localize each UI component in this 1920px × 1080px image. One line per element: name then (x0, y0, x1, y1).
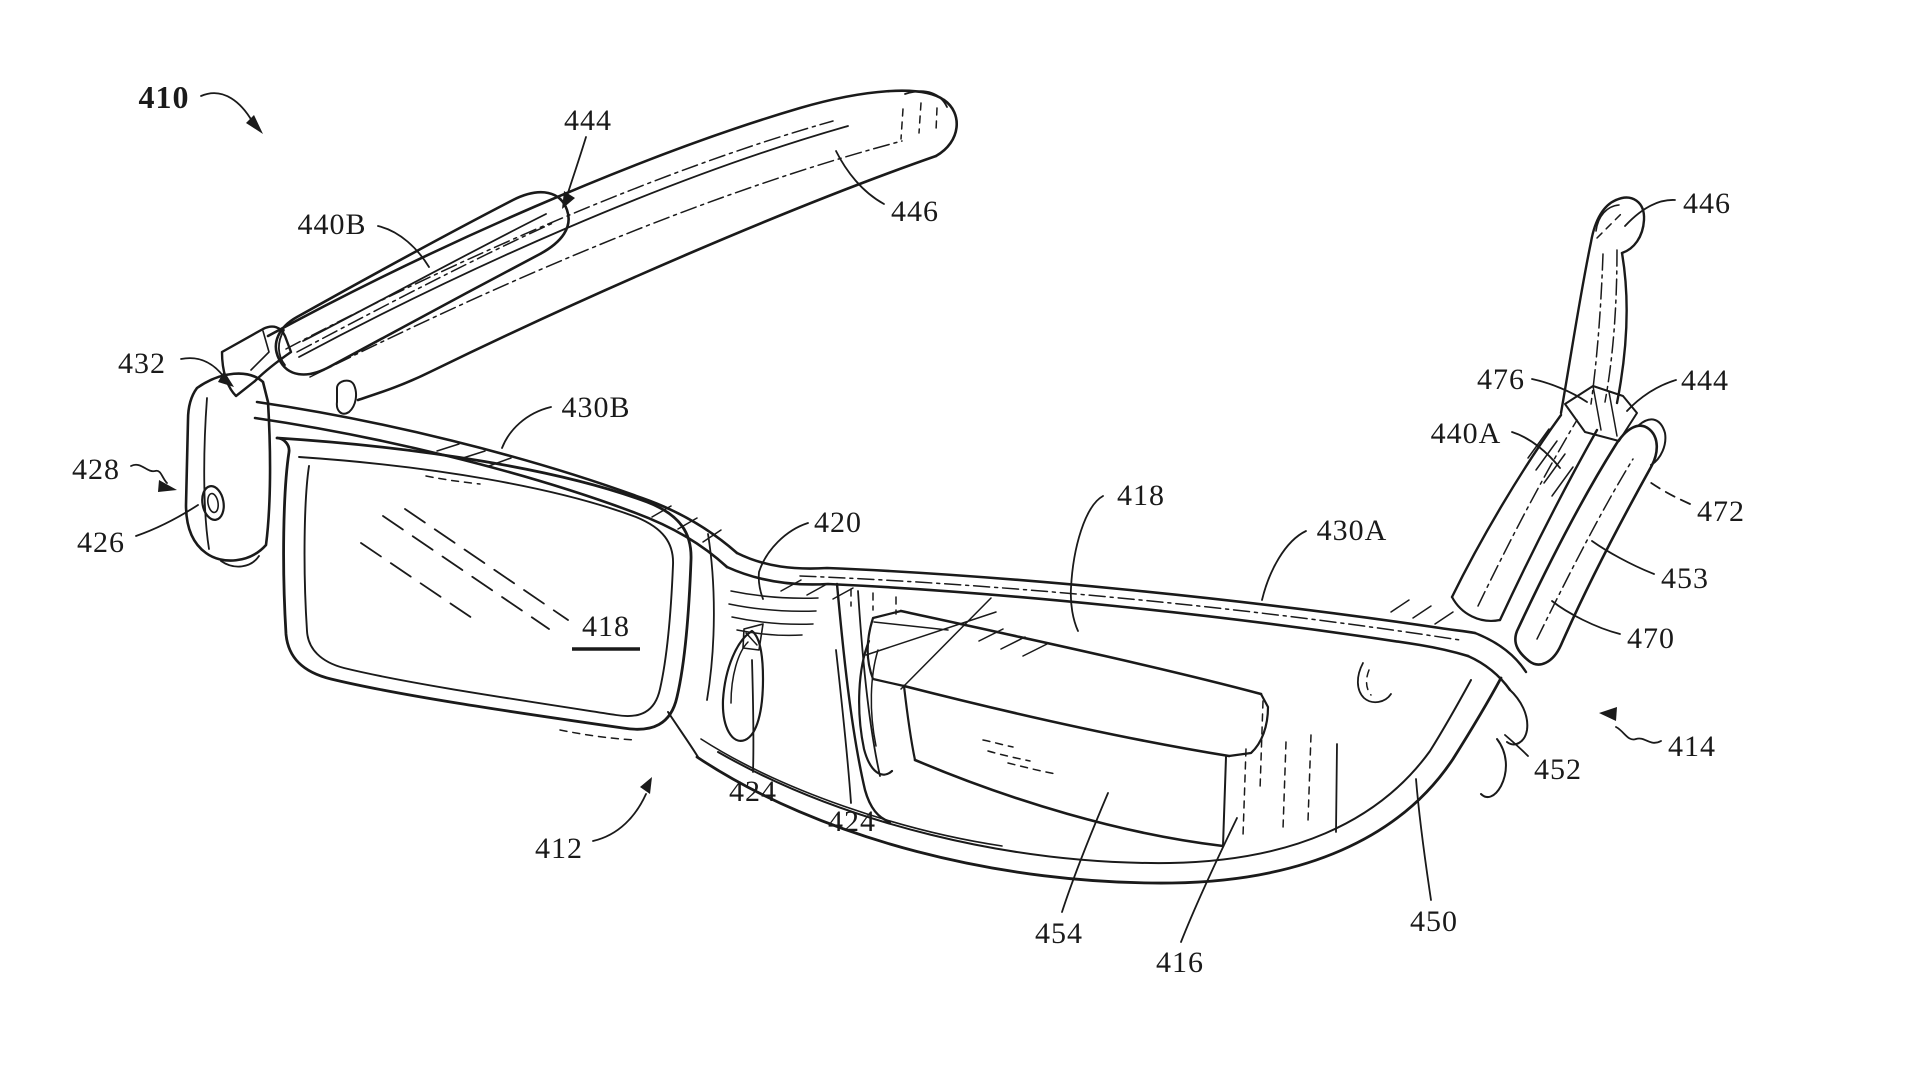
ref-label-452: 452 (1504, 734, 1582, 786)
frame-top-bar-left (253, 400, 739, 569)
ref-label-440A: 440A (1431, 417, 1561, 469)
ref-label-430B: 430B (501, 391, 630, 449)
svg-text:424: 424 (828, 805, 876, 838)
ref-label-432: 432 (118, 347, 234, 387)
ref-label-428: 428 (72, 453, 177, 492)
ref-label-444-right: 444 (1626, 364, 1729, 412)
ref-label-476: 476 (1477, 363, 1588, 403)
ref-label-420: 420 (757, 506, 862, 600)
camera-module (184, 372, 272, 568)
svg-text:414: 414 (1668, 730, 1716, 763)
left-temple-arm (266, 89, 959, 402)
ref-label-470: 470 (1551, 600, 1675, 655)
frame-bottom-sweep (667, 676, 1503, 885)
svg-text:450: 450 (1410, 905, 1458, 938)
ref-label-446-right: 446 (1624, 187, 1731, 227)
ref-label-440B: 440B (297, 208, 430, 268)
svg-text:420: 420 (814, 506, 862, 539)
svg-text:416: 416 (1156, 946, 1204, 979)
bridge (706, 533, 819, 701)
ref-label-472: 472 (1646, 479, 1745, 528)
svg-text:418: 418 (582, 610, 630, 643)
svg-text:428: 428 (72, 453, 120, 486)
svg-text:418: 418 (1117, 479, 1165, 512)
nose-pads (721, 623, 894, 776)
svg-text:412: 412 (535, 832, 583, 865)
svg-text:410: 410 (139, 79, 190, 115)
svg-text:472: 472 (1697, 495, 1745, 528)
ref-label-424-b: 424 (828, 649, 876, 838)
ref-label-450: 450 (1410, 778, 1458, 938)
ref-label-416: 416 (1156, 817, 1238, 979)
ref-label-426: 426 (77, 504, 199, 559)
svg-text:430A: 430A (1317, 514, 1388, 547)
ref-label-446-left: 446 (835, 150, 939, 228)
svg-text:446: 446 (891, 195, 939, 228)
svg-text:452: 452 (1534, 753, 1582, 786)
frame-top-bar-right (725, 551, 1528, 692)
svg-text:426: 426 (77, 526, 125, 559)
ref-label-410: 410 (139, 79, 263, 134)
ref-label-424-a: 424 (729, 659, 777, 808)
svg-text:440A: 440A (1431, 417, 1502, 450)
svg-text:444: 444 (1681, 364, 1729, 397)
svg-text:453: 453 (1661, 562, 1709, 595)
ref-label-454: 454 (1035, 792, 1109, 950)
arrowhead-428 (158, 480, 177, 492)
right-hinge-housing (1450, 413, 1599, 622)
right-lens (835, 582, 892, 824)
ref-label-430A: 430A (1261, 514, 1388, 601)
ref-label-444-left: 444 (562, 104, 612, 209)
svg-text:446: 446 (1683, 187, 1731, 220)
arrowhead-412 (640, 777, 652, 794)
ref-label-418-left: 418 (572, 610, 640, 651)
ref-label-414: 414 (1599, 707, 1716, 763)
arrowhead-444-left (562, 191, 575, 209)
svg-text:430B: 430B (561, 391, 630, 424)
svg-text:440B: 440B (297, 208, 366, 241)
right-temple-arm (1559, 196, 1646, 442)
arrowhead-414 (1599, 707, 1617, 721)
ref-label-412: 412 (535, 777, 652, 865)
svg-text:424: 424 (729, 775, 777, 808)
svg-text:432: 432 (118, 347, 166, 380)
arrowhead-432 (218, 371, 234, 387)
prism-display-block (865, 597, 1270, 848)
ref-label-453: 453 (1591, 540, 1709, 595)
ref-label-418-center: 418 (1069, 479, 1165, 632)
svg-text:476: 476 (1477, 363, 1525, 396)
left-lens (275, 436, 693, 741)
right-battery-housing (1356, 418, 1667, 799)
svg-text:444: 444 (564, 104, 612, 137)
svg-text:454: 454 (1035, 917, 1083, 950)
svg-text:470: 470 (1627, 622, 1675, 655)
arrowhead-410 (246, 115, 263, 134)
